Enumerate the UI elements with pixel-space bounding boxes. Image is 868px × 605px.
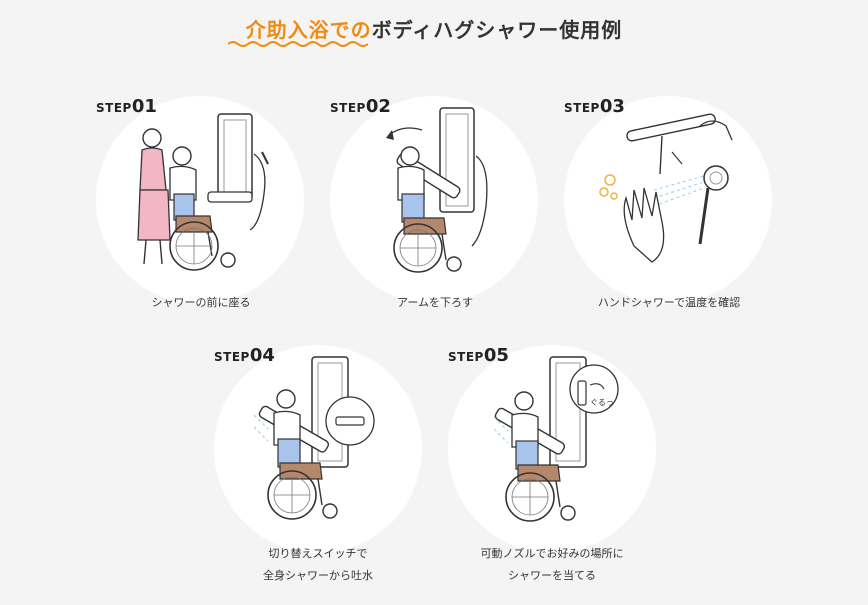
step-04-illustration (214, 345, 422, 553)
step-03-label: STEP03 (564, 96, 625, 117)
title-wave-underline (228, 41, 368, 47)
step-03-illustration (564, 96, 772, 304)
step-05-caption-line-1: 可動ノズルでお好みの場所に (480, 547, 624, 560)
step-03-drawing (599, 113, 733, 263)
step-04-caption-line-2: 全身シャワーから吐水 (263, 569, 373, 582)
step-01-illustration (96, 96, 304, 304)
step-05-annotation: ぐるっ (590, 398, 614, 407)
step-04-drawing (253, 356, 375, 520)
step-02: STEP02 アームを下ろす (330, 96, 540, 356)
step-04-label: STEP04 (214, 345, 275, 366)
step-02-label: STEP02 (330, 96, 391, 117)
step-05-drawing: ぐるっ (493, 356, 619, 522)
step-04-caption: 切り替えスイッチで 全身シャワーから吐水 (188, 543, 448, 587)
step-05-illustration: ぐるっ (448, 345, 656, 553)
step-05-caption-line-2: シャワーを当てる (508, 569, 596, 582)
step-05-caption: 可動ノズルでお好みの場所に シャワーを当てる (422, 543, 682, 587)
step-02-illustration (330, 96, 538, 304)
step-05-label: STEP05 (448, 345, 509, 366)
step-04: STEP04 切り替えスイッチで 全身シャワーから吐水 (214, 345, 424, 605)
step-03-caption: ハンドシャワーで温度を確認 (597, 296, 741, 309)
step-05: ぐるっ STEP05 可動ノズルでお好みの場所に シャワーを当てる (448, 345, 658, 605)
step-01: STEP01 シャワーの前に座る (96, 96, 306, 356)
step-02-drawing (386, 107, 488, 273)
step-04-caption-line-1: 切り替えスイッチで (268, 547, 368, 560)
step-01-drawing (137, 113, 269, 271)
title-rest: ボディハグシャワー使用例 (371, 18, 623, 42)
step-02-caption: アームを下ろす (396, 296, 473, 309)
step-01-label: STEP01 (96, 96, 157, 117)
step-01-caption: シャワーの前に座る (151, 296, 251, 309)
step-03: STEP03 ハンドシャワーで温度を確認 (564, 96, 774, 356)
title-accent: 介助入浴での (245, 18, 372, 42)
page-title: 介助入浴でのボディハグシャワー使用例 (0, 14, 868, 43)
